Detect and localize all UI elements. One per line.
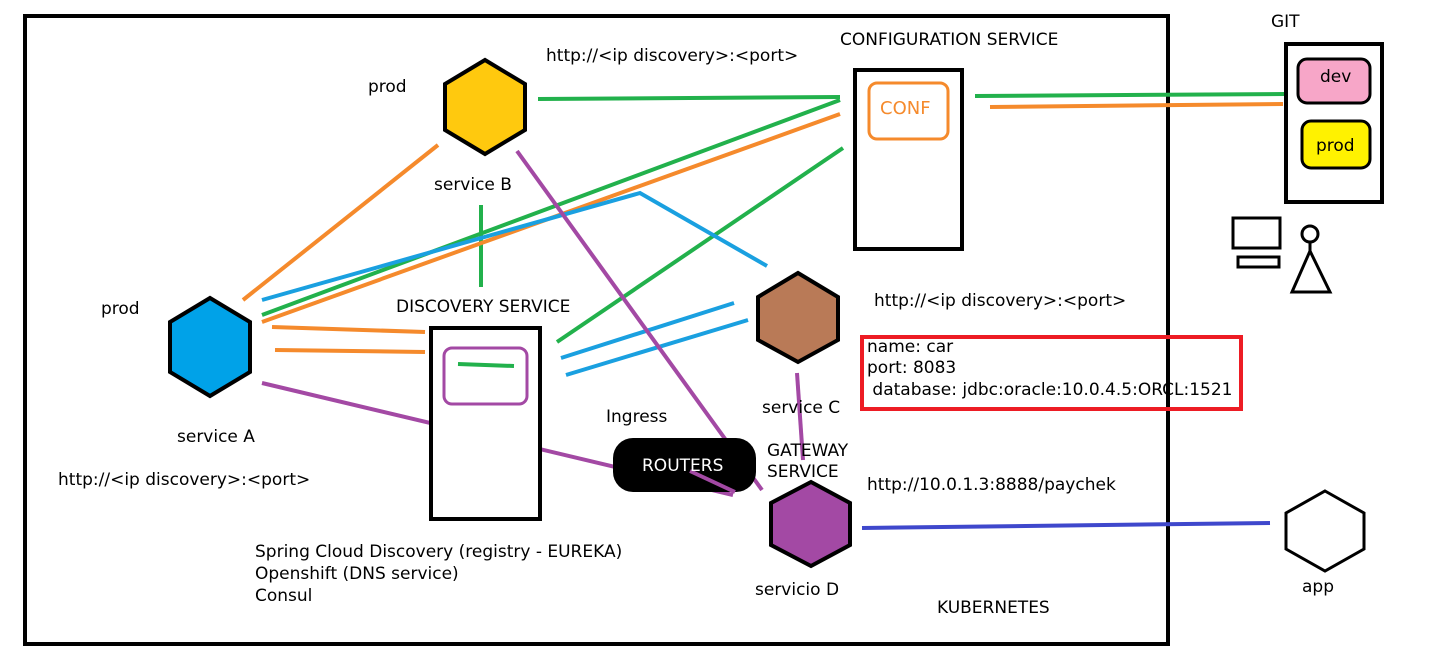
link-config-git-orange: [989, 102, 1284, 109]
gateway-service-label: GATEWAY SERVICE: [767, 441, 849, 483]
link-a-discovery-orange-1: [271, 325, 426, 334]
service-c-label: service C: [762, 398, 841, 418]
config-url: http://<ip discovery>:<port>: [546, 46, 799, 66]
link-discovery-config-green: [555, 146, 845, 344]
monitor-icon: [1231, 216, 1282, 269]
link-a-config-green: [261, 98, 841, 317]
git-label: GIT: [1271, 12, 1300, 32]
link-a-c-blue: [261, 190, 768, 302]
routers-passthrough-line: [689, 469, 736, 494]
configuration-service-title: CONFIGURATION SERVICE: [840, 30, 1059, 50]
git-dev-branch: [1296, 57, 1372, 105]
service-c-hexagon: [756, 270, 840, 365]
git-prod-branch: [1300, 119, 1372, 170]
service-b-label: service B: [434, 175, 512, 195]
ingress-label: Ingress: [606, 407, 668, 427]
git-prod-label: prod: [1316, 136, 1355, 156]
link-c-d-purple: [795, 372, 805, 461]
discovery-registry-mark: [457, 362, 515, 368]
servicio-d-label: servicio D: [755, 580, 840, 600]
gateway-url: http://10.0.1.3:8888/paychek: [867, 475, 1116, 495]
service-c-url: http://<ip discovery>:<port>: [874, 291, 1127, 311]
prod-label-b: prod: [368, 77, 407, 97]
app-hexagon: [1284, 489, 1366, 573]
link-b-config-green: [537, 95, 841, 101]
link-b-d-purple: [515, 149, 764, 492]
link-d-app-navy: [861, 521, 1271, 530]
car-config-text: name: car port: 8083 database: jdbc:orac…: [867, 337, 1233, 400]
link-b-a-orange: [241, 143, 440, 302]
conf-inner-box: [867, 81, 950, 141]
kubernetes-frame: [23, 14, 1170, 646]
servicio-d-hexagon: [769, 479, 852, 569]
routers-label: ROUTERS: [642, 456, 724, 476]
git-dev-label: dev: [1320, 67, 1352, 87]
service-a-url: http://<ip discovery>:<port>: [58, 470, 311, 490]
link-a-discovery-orange-2: [274, 348, 426, 354]
kubernetes-label: KUBERNETES: [937, 598, 1050, 618]
service-b-hexagon: [443, 57, 527, 157]
service-a-label: service A: [177, 427, 255, 447]
app-label: app: [1302, 577, 1334, 597]
discovery-options: Spring Cloud Discovery (registry - EUREK…: [255, 542, 623, 607]
discovery-registry-inner: [442, 346, 529, 406]
car-config-box: [860, 335, 1243, 411]
conf-label: CONF: [880, 98, 931, 119]
routers-pill: [613, 438, 756, 492]
service-a-hexagon: [168, 295, 252, 399]
connections: [241, 92, 1286, 530]
person-icon: [1289, 224, 1333, 294]
prod-label-a: prod: [101, 299, 140, 319]
discovery-service-title: DISCOVERY SERVICE: [396, 297, 571, 317]
link-config-git-green: [974, 92, 1286, 98]
